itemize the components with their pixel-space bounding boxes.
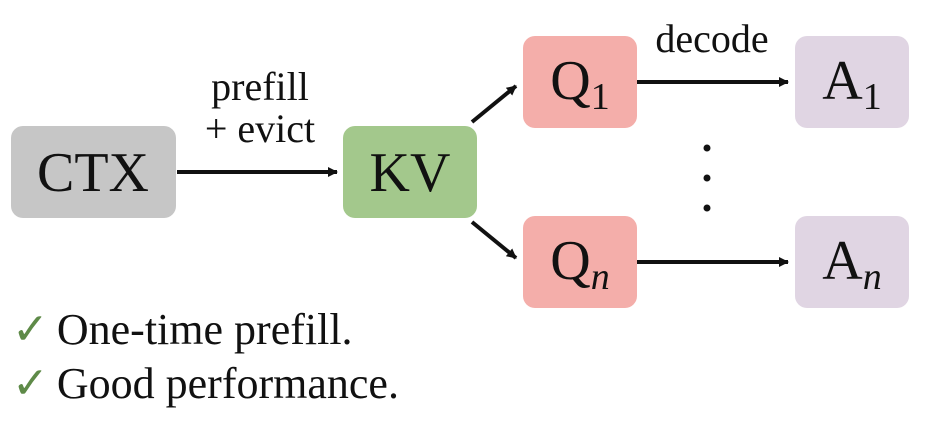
node-an-letter: A	[822, 230, 863, 292]
node-a1: A1	[795, 36, 909, 128]
node-kv: KV	[343, 126, 477, 218]
node-qn: Qn	[523, 216, 637, 308]
notes-list: ✓One-time prefill. ✓Good performance.	[12, 305, 399, 408]
arrow-kv-to-qn	[470, 220, 518, 260]
node-q1-box	[523, 36, 637, 128]
node-a1-box	[795, 36, 909, 128]
node-an-subscript: n	[863, 256, 882, 298]
ellipsis-dot	[703, 204, 711, 212]
node-an-box	[795, 216, 909, 308]
node-ctx: CTX	[11, 126, 176, 218]
node-a1-subscript: 1	[863, 76, 882, 118]
note-text: One-time prefill.	[57, 305, 353, 354]
edge-label-prefill-line1: prefill	[211, 64, 309, 109]
edge-label-prefill: prefill + evict	[205, 64, 315, 151]
ellipsis-dot	[703, 144, 711, 152]
node-q1: Q1	[523, 36, 637, 128]
node-ctx-label: CTX	[37, 142, 149, 204]
note-item: ✓One-time prefill.	[12, 305, 353, 354]
node-qn-label: Qn	[550, 230, 609, 298]
node-an: An	[795, 216, 909, 308]
node-kv-label: KV	[370, 142, 451, 204]
edge-label-prefill-line2: + evict	[205, 106, 315, 151]
node-qn-box	[523, 216, 637, 308]
note-text: Good performance.	[57, 359, 399, 408]
vertical-ellipsis	[703, 144, 711, 212]
check-icon: ✓	[12, 305, 49, 354]
node-q1-label: Q1	[550, 50, 609, 118]
edges	[177, 77, 789, 267]
node-a1-label: A1	[822, 50, 881, 118]
node-q1-letter: Q	[550, 50, 590, 112]
ellipsis-dot	[703, 174, 711, 182]
check-icon: ✓	[12, 359, 49, 408]
node-kv-box	[343, 126, 477, 218]
edge-label-decode: decode	[655, 16, 768, 61]
note-item: ✓Good performance.	[12, 359, 399, 408]
node-q1-subscript: 1	[591, 76, 610, 118]
node-ctx-box	[11, 126, 176, 218]
node-qn-letter: Q	[550, 230, 590, 292]
node-qn-subscript: n	[591, 256, 610, 298]
node-an-label: An	[822, 230, 881, 298]
arrow-kv-to-q1	[470, 84, 518, 124]
node-a1-letter: A	[822, 50, 863, 112]
